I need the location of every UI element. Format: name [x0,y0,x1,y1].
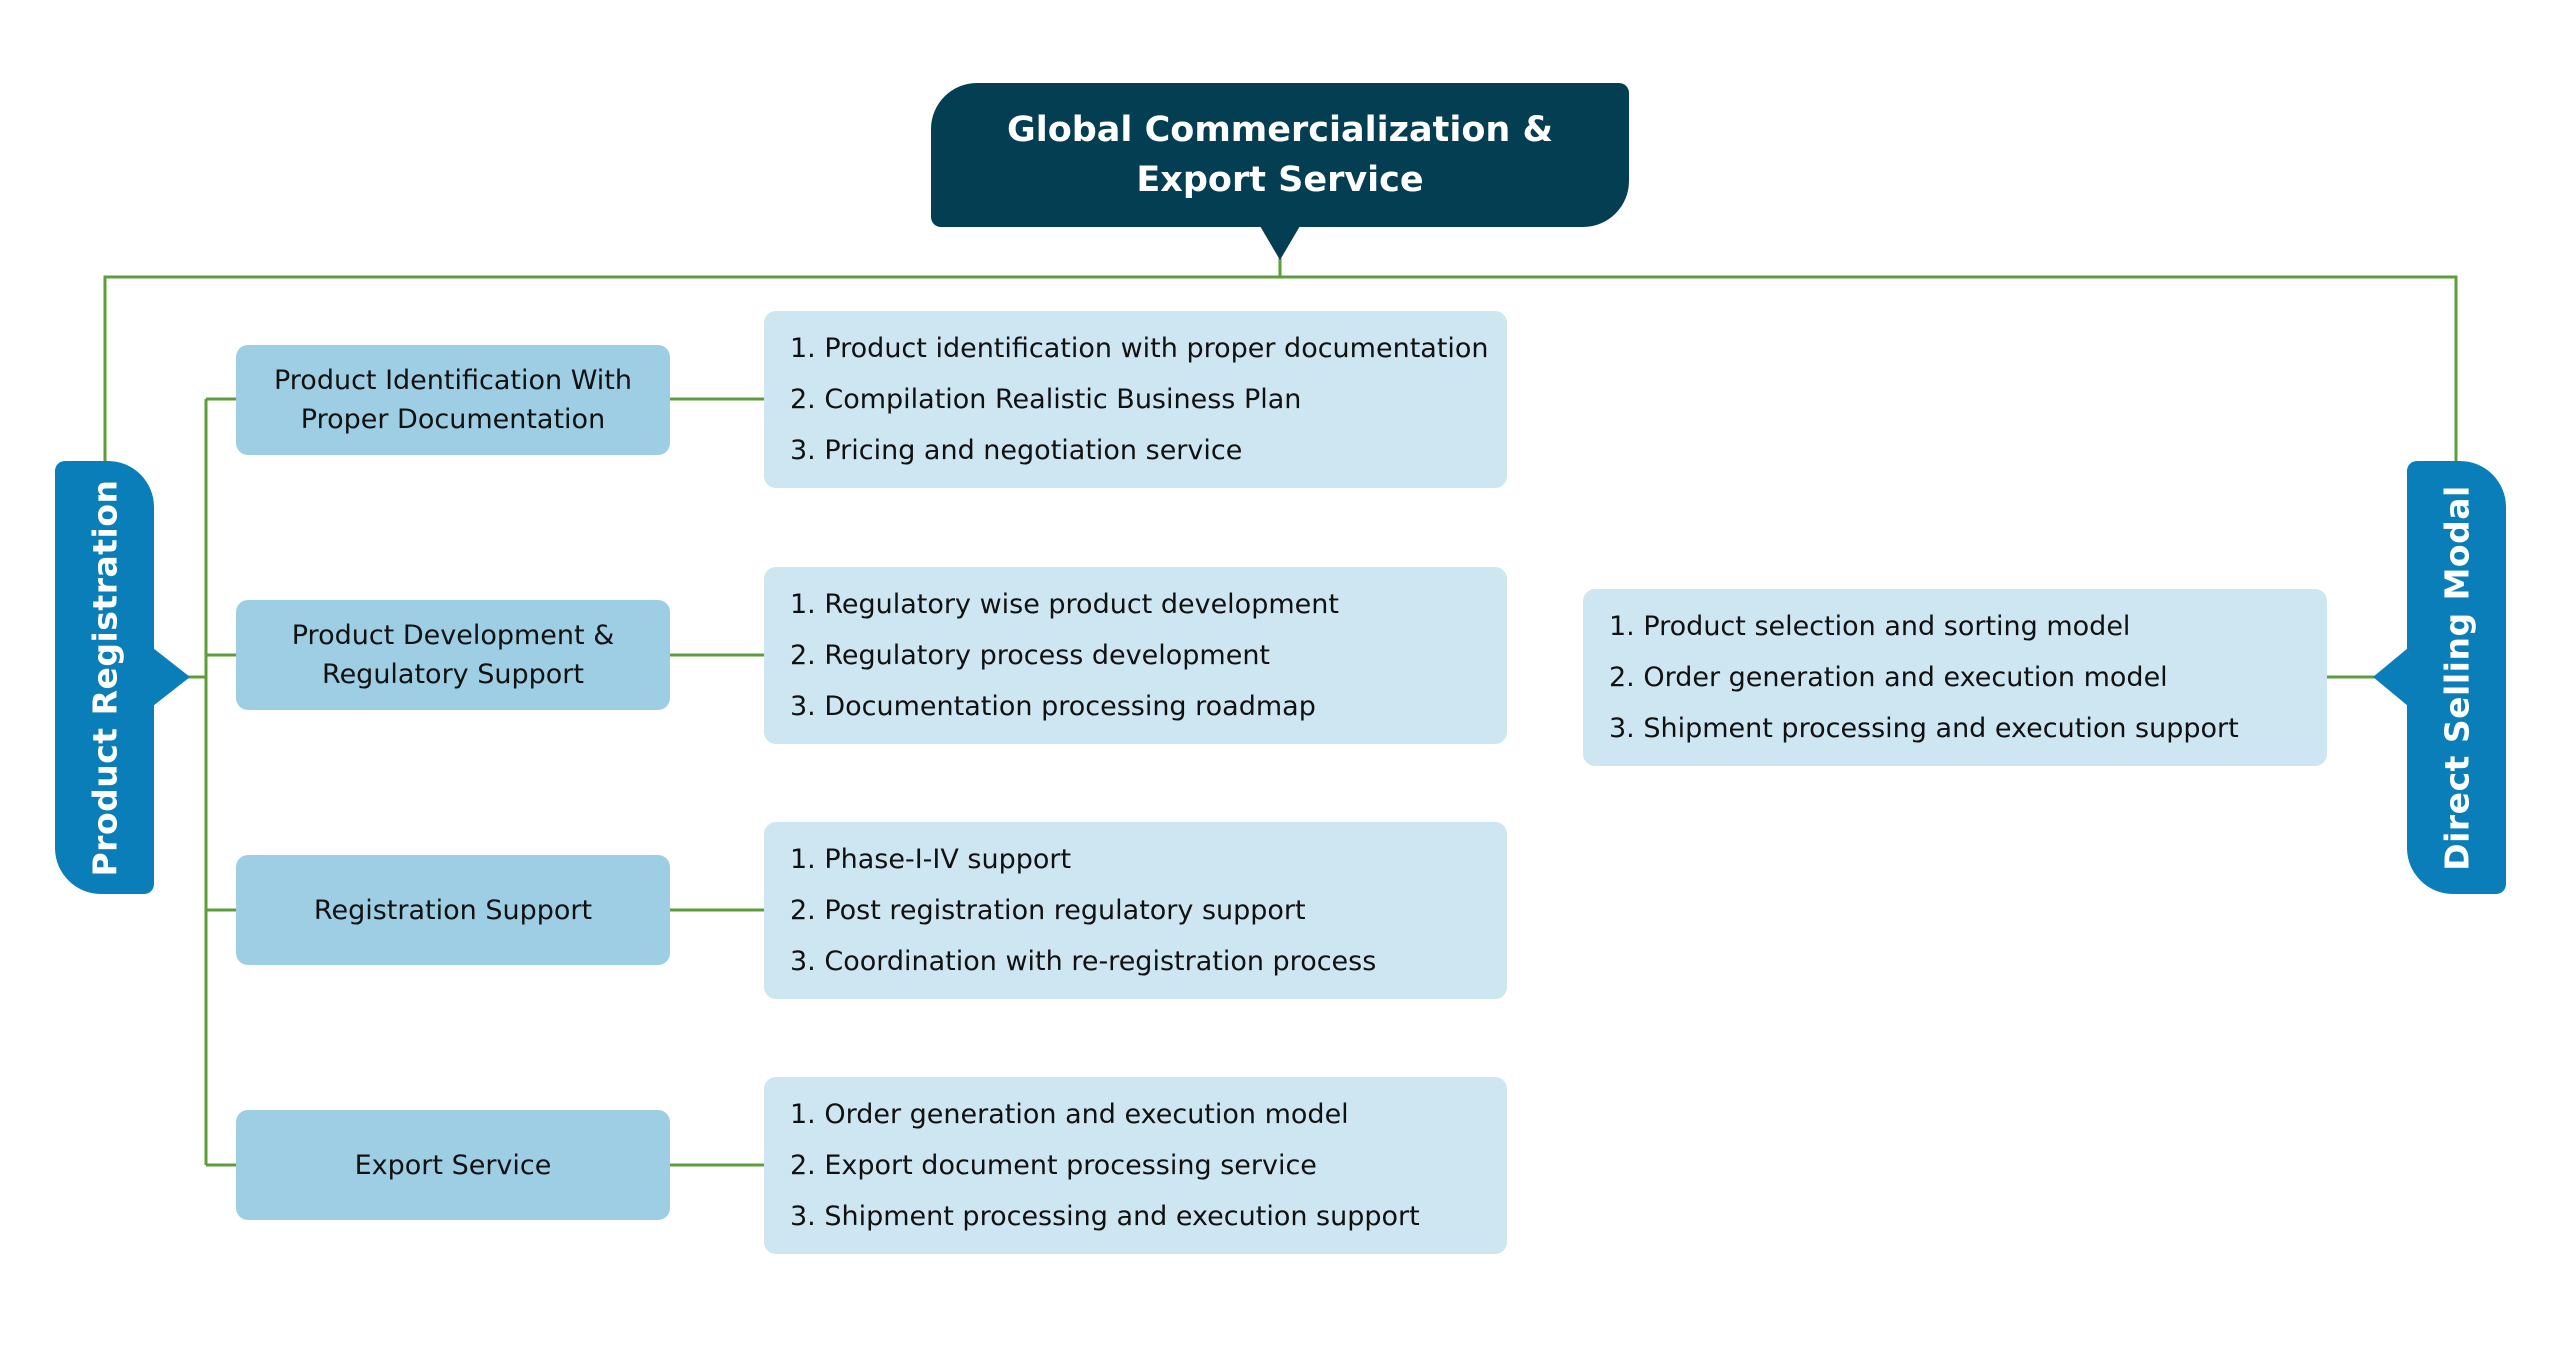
node-export-service: Export Service [236,1110,670,1220]
list-item: 2. Post registration regulatory support [790,895,1306,926]
title-pointer [1260,226,1300,260]
node-label-line: Product Identification With [273,365,632,396]
root-title-line-1: Global Commercialization & [1006,110,1554,150]
node-label-line: Regulatory Support [322,659,584,690]
list-item: 3. Shipment processing and execution sup… [790,1201,1420,1232]
list-item: 1. Regulatory wise product development [790,589,1339,620]
list-item: 3. Coordination with re-registration pro… [790,946,1377,977]
node-label-line: Export Service [354,1149,552,1181]
list-item: 2. Compilation Realistic Business Plan [790,384,1302,415]
node-label-line: Registration Support [313,894,593,926]
list-registration-support: 1. Phase-I-IV support 2. Post registrati… [764,822,1507,999]
list-product-identification: 1. Product identification with proper do… [764,311,1507,488]
list-item: 2. Export document processing service [790,1150,1317,1181]
list-item: 3. Shipment processing and execution sup… [1609,713,2239,744]
list-item: 2. Regulatory process development [790,640,1271,671]
list-item: 3. Documentation processing roadmap [790,691,1316,722]
list-export-service: 1. Order generation and execution model … [764,1077,1507,1254]
node-registration-support: Registration Support [236,855,670,965]
node-label-line: Proper Documentation [300,404,606,435]
list-item: 2. Order generation and execution model [1609,662,2168,693]
product-registration-label: Product Registration [85,478,124,877]
product-registration-pill: Product Registration [55,461,154,894]
list-item: 1. Product selection and sorting model [1609,611,2131,642]
right-pill-pointer [2373,648,2408,706]
root-title-line-2: Export Service [1136,160,1424,200]
list-item: 1. Phase-I-IV support [790,844,1072,875]
node-product-development: Product Development & Regulatory Support [236,600,670,710]
list-item: 1. Product identification with proper do… [790,333,1489,364]
node-product-identification: Product Identification With Proper Docum… [236,345,670,455]
left-pill-pointer [153,648,190,706]
node-label-line: Product Development & [291,620,615,651]
direct-selling-pill: Direct Selling Modal [2407,461,2506,894]
root-title-box: Global Commercialization & Export Servic… [931,83,1629,227]
list-product-development: 1. Regulatory wise product development 2… [764,567,1507,744]
list-item: 1. Order generation and execution model [790,1099,1349,1130]
list-item: 3. Pricing and negotiation service [790,435,1243,466]
direct-selling-label: Direct Selling Modal [2437,484,2476,871]
list-direct-selling: 1. Product selection and sorting model 2… [1583,589,2327,766]
